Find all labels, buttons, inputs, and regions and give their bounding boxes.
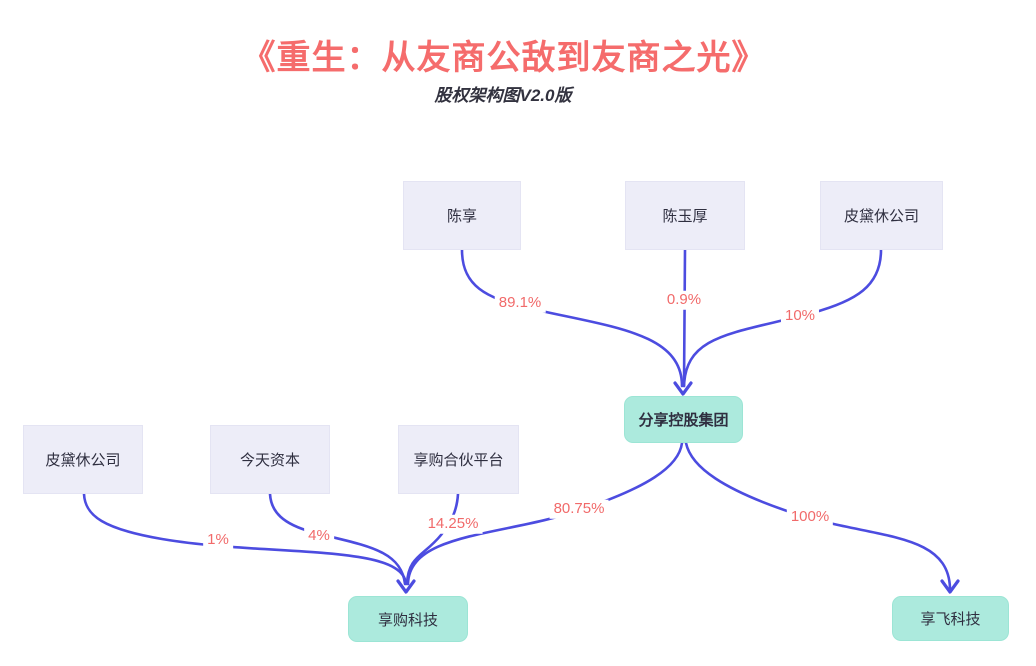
node-xianggou-platform[interactable]: 享购合伙平台 [398, 425, 519, 494]
node-label: 享购合伙平台 [413, 452, 504, 469]
edge-xianggou-platform-to-xianggou-tech [405, 492, 460, 586]
node-label: 分享控股集团 [638, 412, 729, 429]
edge-percentage-label: 1% [203, 530, 233, 550]
arrow-down-head-icon [673, 381, 693, 396]
edge-chen-yuhou-to-fenxiang-holding [682, 248, 687, 388]
node-xiangfei-tech[interactable]: 享飞科技 [892, 596, 1009, 641]
page-title: 《重生：从友商公敌到友商之光》 [241, 39, 767, 77]
edge-percentage-label: 14.25% [423, 514, 483, 534]
node-label: 享购科技 [377, 611, 438, 629]
edge-percentage-label: 100% [786, 507, 834, 527]
node-label: 皮黛休公司 [843, 208, 919, 225]
edge-percentage-label: 89.1% [494, 293, 546, 313]
edge-percentage-label: 10% [780, 306, 820, 326]
page-subtitle: 股权架构图V2.0版 [434, 86, 572, 105]
node-chen-yuhou[interactable]: 陈玉厚 [625, 181, 745, 250]
edge-jintian-capital-to-xianggou-tech [268, 492, 407, 586]
node-xianggou-tech[interactable]: 享购科技 [348, 596, 468, 642]
node-label: 享飞科技 [920, 611, 981, 628]
node-chen-xiang[interactable]: 陈享 [403, 181, 521, 250]
edge-percentage-label: 4% [304, 526, 334, 546]
node-fenxiang-holding[interactable]: 分享控股集团 [624, 396, 743, 443]
edge-percentage-label: 80.75% [549, 499, 609, 519]
node-label: 皮黛休公司 [45, 452, 121, 469]
edge-chen-xiang-to-fenxiang-holding [460, 248, 684, 388]
edge-percentage-label: 0.9% [662, 290, 706, 310]
arrow-down-head-icon [396, 579, 416, 594]
node-label: 今天资本 [239, 452, 300, 469]
node-jintian-capital[interactable]: 今天资本 [210, 425, 330, 494]
node-label: 陈玉厚 [662, 208, 708, 225]
node-pidaixiu-co-top[interactable]: 皮黛休公司 [820, 181, 943, 250]
node-label: 陈享 [446, 208, 477, 225]
node-pidaixiu-co-left[interactable]: 皮黛休公司 [23, 425, 143, 494]
arrow-down-head-icon [940, 579, 960, 594]
edge-pidaixiu-co-left-to-xianggou-tech [82, 492, 408, 586]
